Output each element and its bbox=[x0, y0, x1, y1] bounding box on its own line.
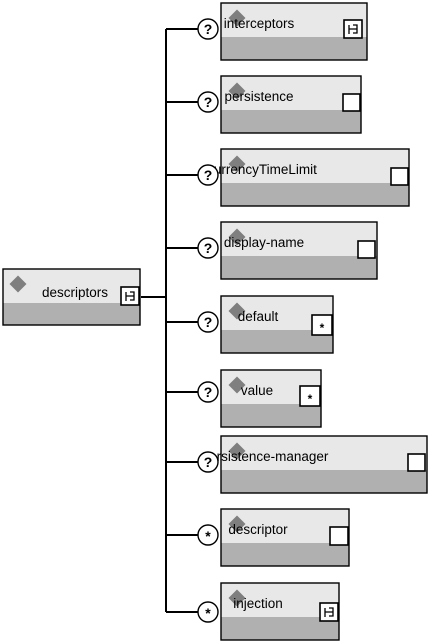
node-persistence-manager[interactable]: persistence-manager? bbox=[197, 435, 428, 494]
svg-text:*: * bbox=[205, 528, 211, 544]
diamond-icon bbox=[228, 589, 246, 607]
occurrence-badge: ? bbox=[197, 18, 219, 40]
diamond-icon bbox=[228, 376, 246, 394]
svg-text:*: * bbox=[320, 321, 325, 335]
sequence-icon bbox=[319, 602, 339, 622]
diamond-icon bbox=[228, 228, 246, 246]
empty-box-icon bbox=[357, 240, 376, 259]
node-label: value bbox=[241, 383, 273, 398]
node-descriptor[interactable]: descriptor * bbox=[197, 508, 350, 567]
diamond-icon bbox=[228, 442, 246, 460]
occurrence-badge: ? bbox=[197, 237, 219, 259]
diamond-icon bbox=[228, 155, 246, 173]
svg-text:?: ? bbox=[204, 314, 213, 330]
node-label: persistence-manager bbox=[202, 449, 329, 464]
sequence-icon bbox=[120, 286, 140, 306]
root-label: descriptors bbox=[42, 285, 108, 300]
child-nodes: interceptors?persistence?currencyTimeLim… bbox=[197, 2, 428, 641]
connector-lines bbox=[141, 28, 198, 613]
node-label: interceptors bbox=[224, 16, 295, 31]
node-label: injection bbox=[233, 596, 283, 611]
star-box-icon: * bbox=[299, 385, 321, 407]
diamond-icon bbox=[228, 515, 246, 533]
svg-text:*: * bbox=[308, 392, 313, 406]
occurrence-badge: ? bbox=[197, 91, 219, 113]
occurrence-badge: * bbox=[197, 601, 219, 623]
node-display-name[interactable]: display-name? bbox=[197, 221, 378, 280]
occurrence-badge: * bbox=[197, 524, 219, 546]
svg-text:?: ? bbox=[204, 240, 213, 256]
svg-text:?: ? bbox=[204, 167, 213, 183]
empty-box-icon bbox=[329, 526, 349, 546]
occurrence-badge: ? bbox=[197, 164, 219, 186]
diamond-icon bbox=[228, 302, 246, 320]
svg-text:?: ? bbox=[204, 94, 213, 110]
node-label: display-name bbox=[224, 235, 304, 250]
occurrence-badge: ? bbox=[197, 381, 219, 403]
root-node-descriptors[interactable]: descriptors bbox=[2, 268, 141, 326]
occurrence-badge: ? bbox=[197, 451, 219, 473]
svg-text:?: ? bbox=[204, 384, 213, 400]
star-box-icon: * bbox=[311, 314, 333, 336]
sequence-icon bbox=[343, 19, 363, 39]
empty-box-icon bbox=[342, 93, 361, 112]
empty-box-icon bbox=[390, 167, 409, 186]
svg-text:*: * bbox=[205, 605, 211, 621]
empty-box-icon bbox=[407, 453, 426, 472]
node-label: currencyTimeLimit bbox=[207, 162, 317, 177]
diamond-icon bbox=[228, 82, 246, 100]
node-label: descriptor bbox=[228, 522, 288, 537]
occurrence-badge: ? bbox=[197, 311, 219, 333]
node-interceptors[interactable]: interceptors? bbox=[197, 2, 368, 61]
node-currencytimelimit[interactable]: currencyTimeLimit? bbox=[197, 148, 410, 207]
svg-text:?: ? bbox=[204, 454, 213, 470]
node-label: default bbox=[238, 309, 279, 324]
node-persistence[interactable]: persistence? bbox=[197, 75, 362, 134]
node-default[interactable]: default *? bbox=[197, 295, 334, 354]
svg-text:?: ? bbox=[204, 21, 213, 37]
node-injection[interactable]: injection * bbox=[197, 582, 340, 641]
node-label: persistence bbox=[224, 89, 293, 104]
node-value[interactable]: value *? bbox=[197, 369, 322, 428]
